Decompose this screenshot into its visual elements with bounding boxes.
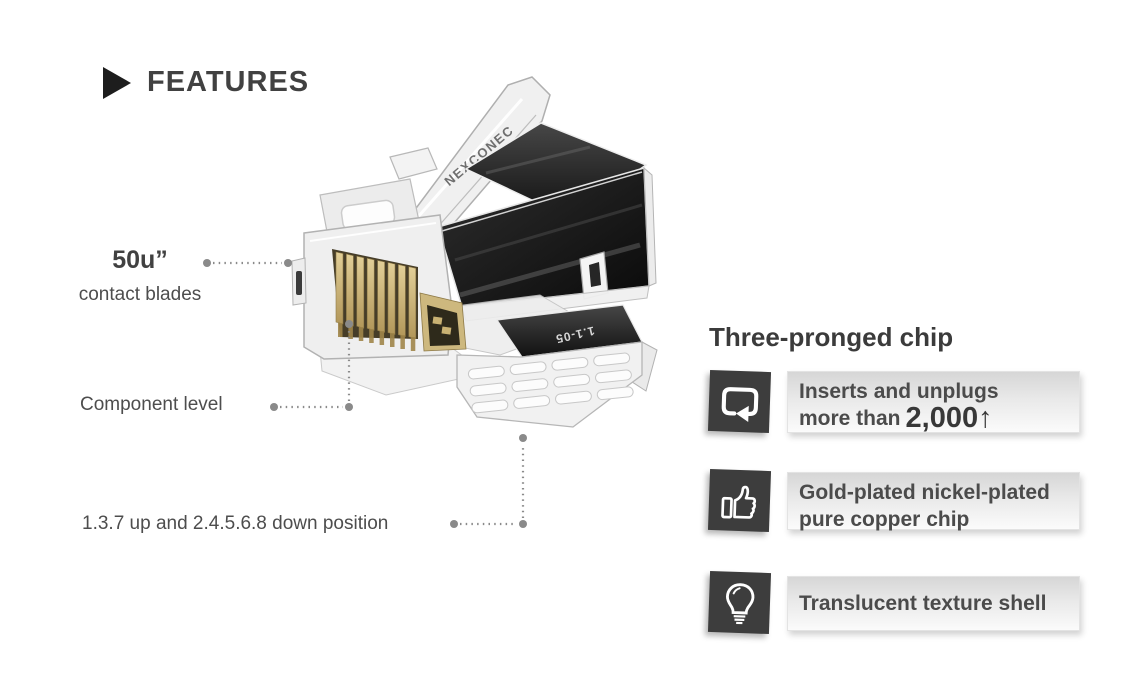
repeat-arrow-icon bbox=[721, 386, 758, 422]
load-bar-chip: 1.1-05 bbox=[456, 304, 658, 428]
blade-thickness-label: contact blades bbox=[78, 284, 202, 305]
feature-icon-translucent-shell bbox=[707, 570, 772, 635]
latch-anchor bbox=[389, 147, 438, 180]
feature-box-gold-plated: Gold-plated nickel-plated pure copper ch… bbox=[787, 472, 1080, 531]
feature-icon-insert-unplug bbox=[707, 369, 772, 434]
feature-text: pure copper chip bbox=[799, 508, 970, 531]
play-triangle-icon bbox=[103, 66, 131, 99]
cycle-count-value: 2,000↑ bbox=[905, 402, 993, 434]
connector-contact-block bbox=[291, 214, 467, 360]
feature-text: Gold-plated nickel-plated bbox=[799, 481, 1050, 504]
thumbs-up-icon bbox=[720, 485, 756, 519]
lightbulb-icon bbox=[725, 582, 754, 624]
callout-pin-position: 1.3.7 up and 2.4.5.6.8 down position bbox=[82, 513, 389, 534]
callout-component-level: Component level bbox=[80, 394, 223, 415]
rj45-connector-illustration: NEXCONEC bbox=[291, 76, 658, 428]
panel-heading: Three-pronged chip bbox=[709, 322, 954, 352]
feature-text: Inserts and unplugs bbox=[799, 380, 999, 403]
page-title: FEATURES bbox=[147, 66, 310, 98]
features-header: FEATURES bbox=[103, 66, 309, 99]
gold-contact-blades bbox=[335, 251, 417, 351]
feature-icon-gold-plated bbox=[707, 468, 772, 533]
blade-thickness-value: 50u” bbox=[112, 246, 168, 274]
feature-box-translucent-shell: Translucent texture shell bbox=[787, 576, 1080, 631]
feature-text: Translucent texture shell bbox=[799, 592, 1047, 615]
chip-prongs bbox=[467, 352, 634, 414]
callout-contact-blades: 50u” contact blades bbox=[55, 246, 225, 306]
